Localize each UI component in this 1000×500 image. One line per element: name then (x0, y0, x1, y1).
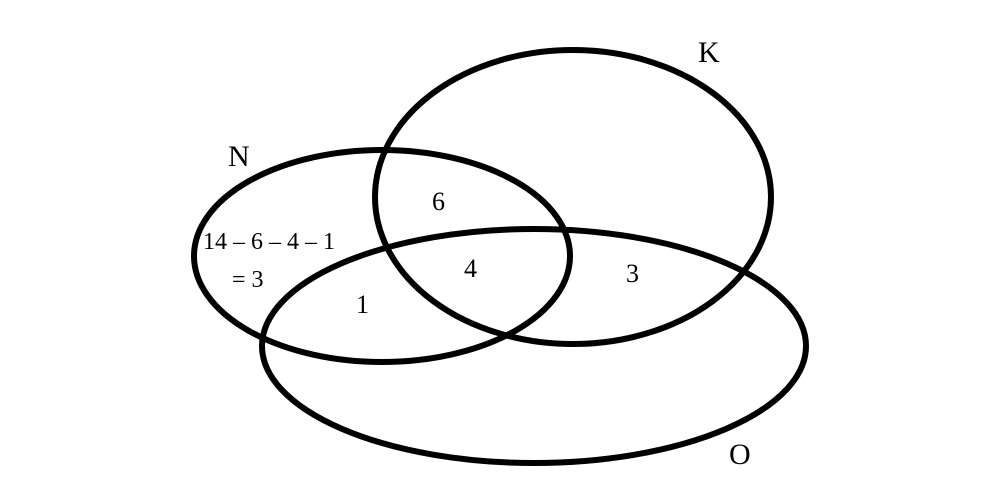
n-k-only-value: 6 (432, 187, 445, 216)
set-k-ellipse (372, 47, 774, 347)
set-o-ellipse (259, 226, 809, 466)
set-n-ellipse (191, 147, 573, 365)
set-o-label: O (729, 438, 751, 471)
k-o-only-value: 3 (626, 259, 639, 288)
set-n-label: N (228, 140, 250, 173)
n-o-only-value: 1 (356, 290, 369, 319)
n-k-o-value: 4 (464, 254, 477, 283)
n-only-expression: 14 – 6 – 4 – 1 (203, 229, 335, 255)
set-k-label: K (698, 36, 720, 69)
n-only-result: = 3 (232, 267, 264, 293)
